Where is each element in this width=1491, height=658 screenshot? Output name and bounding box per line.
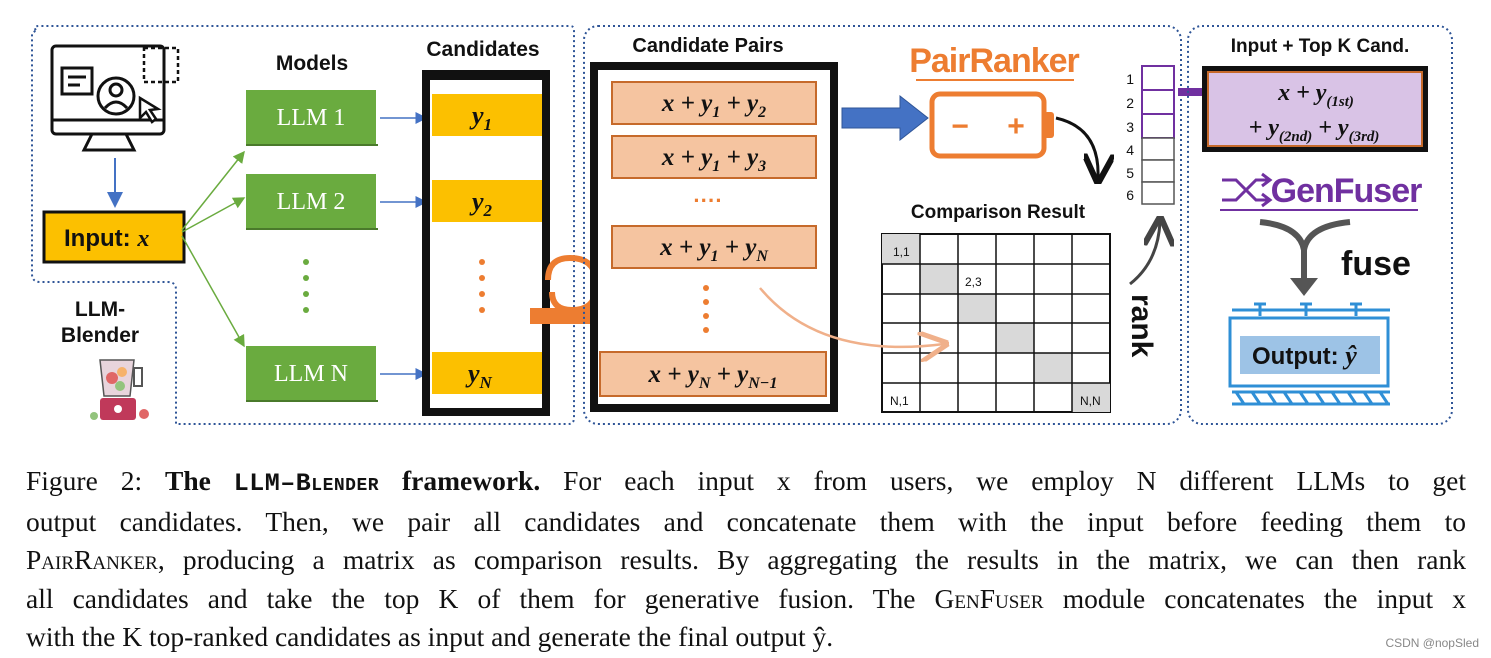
pair-section-border: [583, 25, 1182, 425]
llm-model-1: LLM 1: [246, 90, 378, 146]
arrow-to-pairranker: [841, 94, 929, 142]
watermark: CSDN @nopSled: [1385, 636, 1479, 650]
fuse-arrowhead: [1290, 278, 1318, 296]
ranker-to-matrix-arrow: [1055, 116, 1098, 178]
pair-ellipsis-1: ····: [693, 188, 722, 213]
blender-label-line2: Blender: [61, 324, 139, 347]
svg-text:N,N: N,N: [1080, 394, 1101, 408]
models-header: Models: [276, 52, 348, 75]
model-to-candidate-arrows: [380, 112, 428, 380]
rank-list: 1 2 3 4 5 6: [1126, 65, 1175, 205]
svg-text:2,3: 2,3: [965, 275, 982, 289]
pair-ellipsis-2: [703, 285, 709, 333]
pair-4: x + yN + yN−1: [599, 351, 827, 397]
svg-text:3: 3: [1126, 119, 1134, 135]
fuse-label: fuse: [1341, 245, 1411, 283]
svg-text:x + y(1st): x + y(1st): [1277, 80, 1354, 110]
svg-text:y1: y1: [469, 101, 492, 134]
caption-line-1: Figure 2: The LLM–Blender framework. For…: [26, 465, 1466, 498]
candidate-1: y1: [432, 94, 542, 136]
genfuser-title: GenFuser: [1271, 172, 1422, 210]
input-to-model-arrows: [181, 150, 246, 348]
llm-section-border: [31, 25, 575, 425]
rank-arrow: [1129, 222, 1160, 286]
svg-text:1,1: 1,1: [893, 245, 910, 259]
input-label: Input: x: [64, 225, 149, 252]
svg-text:5: 5: [1126, 165, 1134, 181]
candidate-2: y2: [432, 180, 542, 222]
pair-3: x + y1 + yN: [611, 225, 817, 269]
caption-line-4: all candidates and take the top K of the…: [26, 582, 1466, 614]
battery-icon: − +: [929, 91, 1054, 159]
svg-text:1: 1: [1126, 71, 1134, 87]
svg-text:4: 4: [1126, 142, 1134, 158]
caption-line-3: PairRanker, producing a matrix as compar…: [26, 544, 1466, 576]
svg-text:LLM 2: LLM 2: [277, 189, 346, 215]
svg-text:Output: ŷ: Output: ŷ: [1252, 341, 1357, 370]
candidate-ellipsis: [479, 259, 485, 313]
candidate-n: yN: [432, 352, 542, 394]
candidates-header: Candidates: [426, 38, 539, 61]
caption-line-2: output candidates. Then, we pair all can…: [26, 506, 1466, 538]
comparison-result-title: Comparison Result: [911, 202, 1086, 223]
svg-text:N,1: N,1: [890, 394, 909, 408]
candidate-pairs-header: Candidate Pairs: [632, 35, 783, 57]
topk-box: x + y(1st) + y(2nd) + y(3rd): [1202, 66, 1428, 152]
computer-user-icon: [50, 44, 180, 152]
svg-text:−: −: [951, 110, 969, 143]
input-box: [42, 210, 186, 264]
pairs-to-matrix-arrow: [759, 287, 944, 347]
blender-label-line1: LLM-: [75, 298, 125, 321]
pair-1: x + y1 + y2: [611, 81, 817, 125]
pairing-cycle-icon: [545, 254, 599, 314]
caption-line-5: with the K top-ranked candidates as inpu…: [26, 620, 834, 652]
model-ellipsis: [303, 259, 309, 313]
llm-blender-diagram: Input: x Models LLM 1 LLM 2 LLM N Candid…: [31, 25, 1453, 425]
svg-text:+ y(2nd) + y(3rd): + y(2nd) + y(3rd): [1249, 115, 1380, 145]
llm-model-2: LLM 2: [246, 174, 378, 230]
pairranker-title: PairRanker: [909, 42, 1079, 80]
shuffle-icon: [1222, 172, 1273, 208]
svg-text:LLM N: LLM N: [274, 361, 348, 387]
figure-caption: Figure 2: The LLM–Blender framework. For…: [26, 462, 1466, 656]
fuse-arrow: [1259, 219, 1351, 282]
svg-text:6: 6: [1126, 187, 1134, 203]
svg-text:2: 2: [1126, 95, 1134, 111]
svg-text:y2: y2: [469, 187, 493, 220]
svg-text:LLM 1: LLM 1: [277, 105, 346, 131]
llm-model-n: LLM N: [246, 346, 378, 402]
topk-header: Input + Top K Cand.: [1231, 36, 1410, 57]
comparison-matrix: 1,1 2,3 N,1 N,N: [881, 233, 1111, 413]
rank-label: rank: [1125, 294, 1158, 358]
blender-icon: [90, 359, 149, 420]
svg-text:+: +: [1007, 110, 1025, 143]
svg-text:yN: yN: [465, 359, 493, 392]
output-box: Output: ŷ: [1228, 302, 1390, 406]
pair-2: x + y1 + y3: [611, 135, 817, 179]
